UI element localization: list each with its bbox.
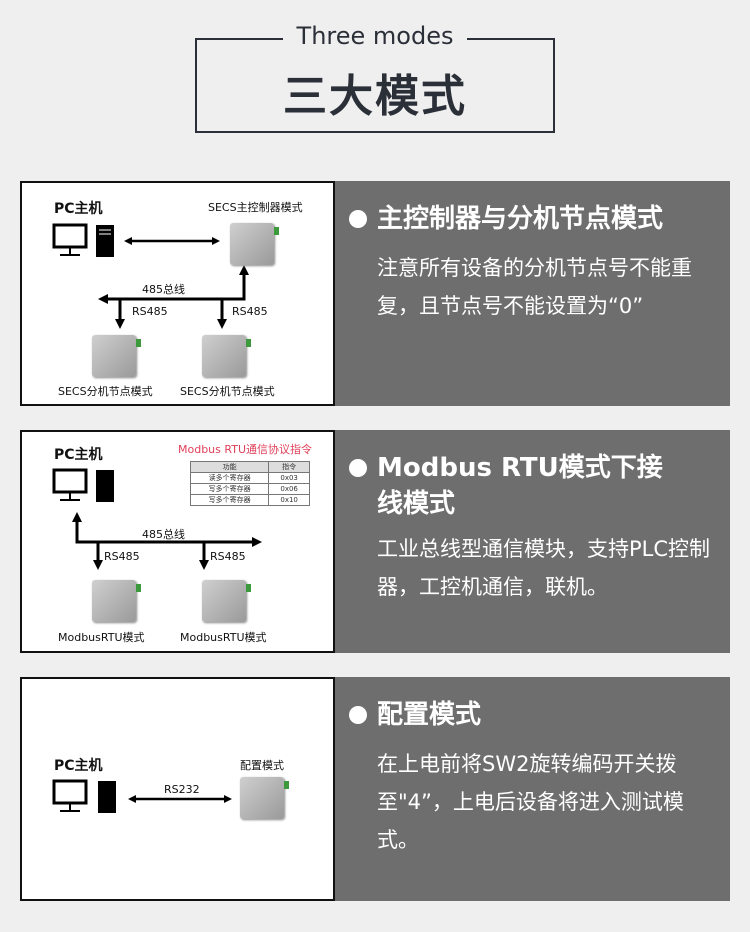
- rs232-label: RS232: [164, 783, 200, 796]
- page-title: 三大模式: [283, 71, 467, 122]
- node-label-right: ModbusRTU模式: [180, 631, 267, 644]
- command-table-title: Modbus RTU通信协议指令: [178, 443, 312, 456]
- rs485-label-left: RS485: [104, 550, 140, 563]
- diagram-config: PC主机 RS232 配置模式: [20, 677, 335, 901]
- node-label-right: SECS分机节点模式: [180, 385, 275, 398]
- mode-info: 配置模式 在上电前将SW2旋转编码开关拨至"4”，上电后设备将进入测试模式。: [335, 677, 730, 901]
- diagram-master-node: PC主机 SECS主控制器模式 485总线 RS485 RS485 SECS分机…: [20, 181, 335, 406]
- table-cell: 0x10: [268, 494, 310, 506]
- master-label: SECS主控制器模式: [208, 201, 303, 214]
- mode-panel-config: PC主机 RS232 配置模式 配置模式 在上电前将SW2旋转编码开关拨至"4”…: [20, 677, 730, 901]
- mode-description: 在上电前将SW2旋转编码开关拨至"4”，上电后设备将进入测试模式。: [377, 752, 684, 852]
- mode-info: 主控制器与分机节点模式 注意所有设备的分机节点号不能重复，且节点号不能设置为“0…: [335, 181, 730, 406]
- modbus-device-image-left: [92, 580, 141, 622]
- master-device-image: [230, 223, 279, 265]
- rs485-label-left: RS485: [132, 305, 168, 318]
- bus-label: 485总线: [142, 528, 185, 541]
- node-label-left: SECS分机节点模式: [58, 385, 153, 398]
- bullet-icon: [349, 210, 367, 228]
- pc-label: PC主机: [54, 201, 103, 217]
- pc-label: PC主机: [54, 758, 103, 774]
- bullet-icon: [349, 459, 367, 477]
- pc-and-wiring-icon: [52, 779, 232, 813]
- modbus-device-image-right: [202, 580, 251, 622]
- node-device-image-left: [92, 335, 141, 377]
- subtitle: Three modes: [0, 22, 750, 50]
- bullet-icon: [349, 706, 367, 724]
- pc-label: PC主机: [54, 447, 103, 463]
- device-label: 配置模式: [240, 759, 284, 772]
- pc-and-wiring-icon: [52, 223, 249, 329]
- table-cell: 写多个寄存器: [189, 494, 270, 506]
- rs485-label-right: RS485: [232, 305, 268, 318]
- config-device-image: [240, 777, 289, 819]
- mode-panel-master-node: PC主机 SECS主控制器模式 485总线 RS485 RS485 SECS分机…: [20, 181, 730, 406]
- node-label-left: ModbusRTU模式: [58, 631, 145, 644]
- pc-and-wiring-icon: [52, 468, 262, 570]
- mode-heading: 主控制器与分机节点模式: [377, 204, 664, 234]
- mode-info: Modbus RTU模式下接线模式 工业总线型通信模块，支持PLC控制器，工控机…: [335, 430, 730, 653]
- mode-description: 注意所有设备的分机节点号不能重复，且节点号不能设置为“0”: [377, 256, 692, 318]
- node-device-image-right: [202, 335, 251, 377]
- mode-heading: 配置模式: [377, 700, 482, 730]
- rs485-label-right: RS485: [210, 550, 246, 563]
- mode-heading: Modbus RTU模式下接线模式: [377, 453, 663, 519]
- bus-label: 485总线: [142, 283, 185, 296]
- mode-description: 工业总线型通信模块，支持PLC控制器，工控机通信，联机。: [377, 537, 711, 599]
